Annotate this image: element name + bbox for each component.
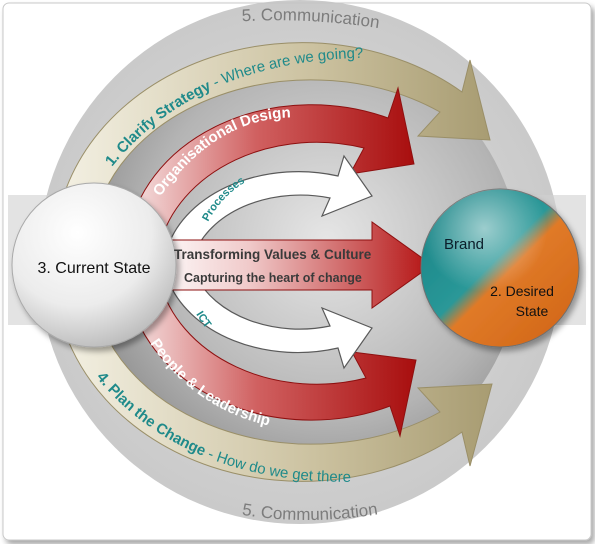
transforming-values-arrow	[149, 221, 433, 309]
desired-state-label-line1: 2. Desired	[490, 283, 554, 299]
brand-label: Brand	[444, 236, 484, 253]
capturing-heart-label: Capturing the heart of change	[184, 271, 362, 285]
clarify-strategy-arrow	[55, 42, 491, 237]
plan-change-arrow	[55, 287, 493, 482]
transforming-values-label: Transforming Values & Culture	[174, 247, 372, 262]
organisational-design-arrow	[127, 86, 415, 245]
ict-arrow	[167, 275, 373, 370]
processes-arrow	[167, 154, 373, 251]
current-state-circle	[11, 182, 177, 348]
people-leadership-arrow	[127, 281, 417, 438]
current-state-label: 3. Current State	[38, 260, 151, 277]
desired-state-circle	[420, 188, 580, 348]
desired-state-label-line2: State	[516, 303, 549, 319]
